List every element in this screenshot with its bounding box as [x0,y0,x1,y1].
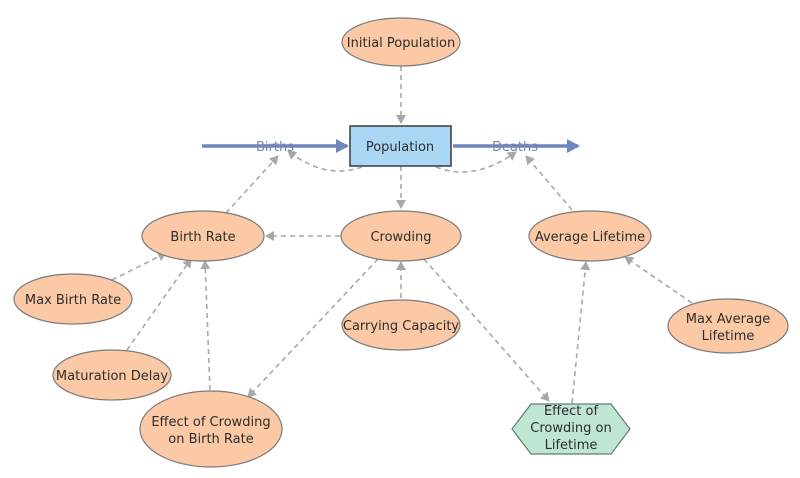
crowding-node[interactable]: Crowding [340,210,462,262]
effect-crowding-birth-rate-label-line2: on Birth Rate [168,432,253,447]
births-label[interactable]: Births [256,140,294,155]
max-average-lifetime-label-line1: Max Average [686,312,770,327]
effect-crowding-birth-rate-node[interactable]: Effect of Crowding on Birth Rate [139,390,283,468]
link-crowding-to-effect-crowding-lifetime [423,258,550,402]
max-birth-rate-label: Max Birth Rate [25,293,121,308]
link-max-birth-rate-to-birth-rate [111,252,167,281]
effect-crowding-lifetime-label-line1: Effect of [544,404,598,419]
average-lifetime-node[interactable]: Average Lifetime [528,210,652,262]
carrying-capacity-label: Carrying Capacity [343,319,460,334]
effect-crowding-birth-rate-label-line1: Effect of Crowding [151,415,270,430]
link-max-average-lifetime-to-average-lifetime [624,256,693,304]
carrying-capacity-node[interactable]: Carrying Capacity [341,299,461,351]
link-crowding-to-effect-crowding-birth [247,258,379,398]
effect-crowding-lifetime-label-line3: Lifetime [545,438,598,453]
crowding-label: Crowding [370,230,431,245]
max-birth-rate-node[interactable]: Max Birth Rate [13,273,133,325]
initial-population-label: Initial Population [347,36,455,51]
link-average-lifetime-to-deaths [525,155,573,211]
birth-rate-label: Birth Rate [170,230,235,245]
initial-population-node[interactable]: Initial Population [341,17,461,67]
effect-crowding-lifetime-node[interactable]: Effect of Crowding on Lifetime [511,403,631,455]
maturation-delay-label: Maturation Delay [56,369,168,384]
average-lifetime-label: Average Lifetime [535,230,645,245]
link-population-to-deaths [435,151,517,173]
effect-crowding-lifetime-label-line2: Crowding on [530,421,611,436]
max-average-lifetime-node[interactable]: Max Average Lifetime [667,298,789,354]
link-effect-crowding-birth-to-birth-rate [200,260,211,391]
link-maturation-delay-to-birth-rate [126,258,192,351]
max-average-lifetime-label-line2: Lifetime [702,329,755,344]
link-effect-crowding-lifetime-to-average-lifetime [571,261,591,404]
link-birth-rate-to-births [225,155,279,214]
population-label: Population [366,140,434,155]
deaths-label[interactable]: Deaths [492,140,538,155]
link-population-to-births [287,150,363,172]
population-stock[interactable]: Population [349,125,452,167]
birth-rate-node[interactable]: Birth Rate [141,210,265,262]
maturation-delay-node[interactable]: Maturation Delay [52,349,172,401]
